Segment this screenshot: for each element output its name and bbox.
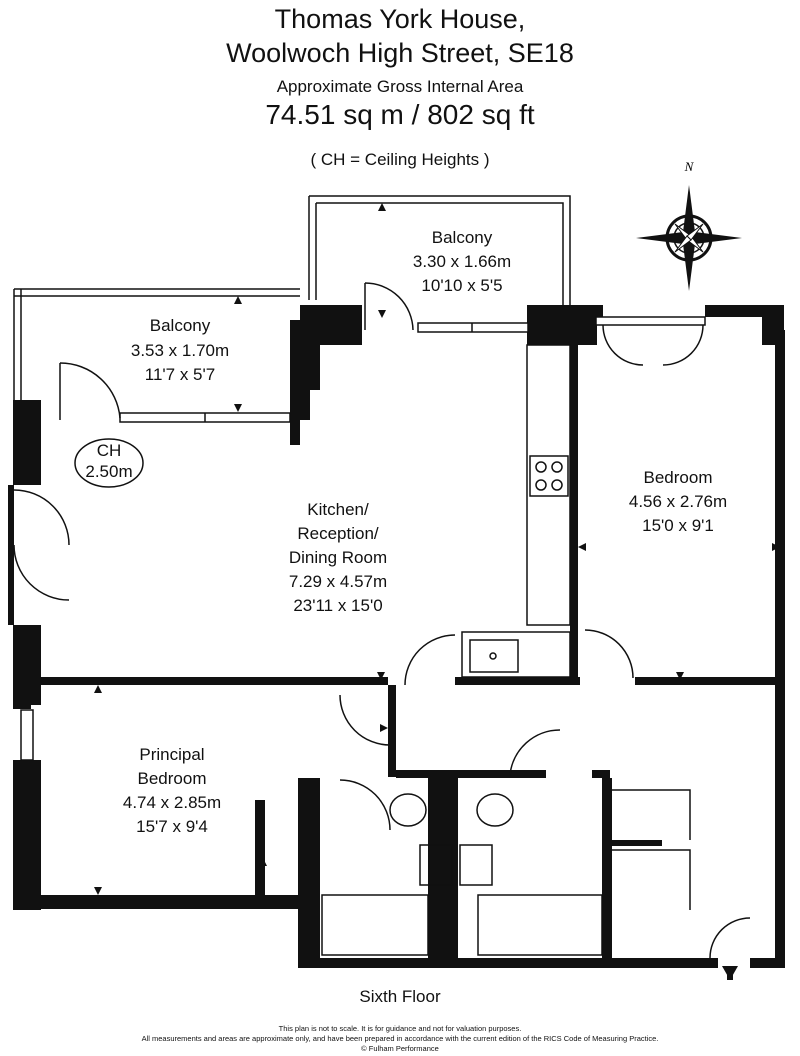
compass-north-label: N [684, 159, 695, 174]
bedroom-name: Bedroom [644, 468, 713, 487]
window-mullions [204, 323, 473, 422]
door-swings [13, 282, 751, 959]
dimension-arrows [94, 203, 780, 980]
bathroom-fixtures [321, 793, 603, 956]
principal-bedroom-imperial: 15'7 x 9'4 [136, 817, 208, 836]
ceiling-height-value: 2.50m [85, 462, 132, 481]
balcony-outlines [13, 195, 571, 400]
area-value: 74.51 sq m / 802 sq ft [265, 99, 535, 130]
principal-bedroom-name-line2: Bedroom [138, 769, 207, 788]
property-title-line2: Woolwoch High Street, SE18 [226, 38, 574, 68]
area-label: Approximate Gross Internal Area [276, 77, 524, 96]
footer-disclaimer-line2: All measurements and areas are approxima… [141, 1034, 659, 1043]
ceiling-height-marker: CH 2.50m [74, 438, 144, 488]
bedroom-imperial: 15'0 x 9'1 [642, 516, 714, 535]
balcony-left-name: Balcony [150, 316, 211, 335]
footer-copyright: © Fulham Performance [361, 1044, 439, 1053]
balcony-left-metric: 3.53 x 1.70m [131, 341, 229, 360]
kitchen-name-line2: Reception/ [297, 524, 379, 543]
kitchen-imperial: 23'11 x 15'0 [293, 596, 382, 615]
walls [8, 305, 785, 968]
floor-label: Sixth Floor [359, 987, 441, 1006]
property-title-line1: Thomas York House, [274, 4, 526, 34]
ceiling-height-note: ( CH = Ceiling Heights ) [310, 150, 490, 169]
ceiling-height-label: CH [97, 441, 122, 460]
balcony-left-imperial: 11'7 x 5'7 [145, 365, 215, 384]
kitchen-name-line3: Dining Room [289, 548, 387, 567]
bedroom-metric: 4.56 x 2.76m [629, 492, 727, 511]
kitchen-metric: 7.29 x 4.57m [289, 572, 387, 591]
kitchen-units [461, 344, 571, 678]
balcony-top-metric: 3.30 x 1.66m [413, 252, 511, 271]
principal-bedroom-name-line1: Principal [139, 745, 204, 764]
footer-disclaimer-line1: This plan is not to scale. It is for gui… [278, 1024, 522, 1033]
kitchen-name-line1: Kitchen/ [307, 500, 369, 519]
balcony-top-imperial: 10'10 x 5'5 [421, 276, 502, 295]
balcony-top-name: Balcony [432, 228, 493, 247]
principal-bedroom-metric: 4.74 x 2.85m [123, 793, 221, 812]
compass-rose-icon: N [636, 159, 742, 291]
